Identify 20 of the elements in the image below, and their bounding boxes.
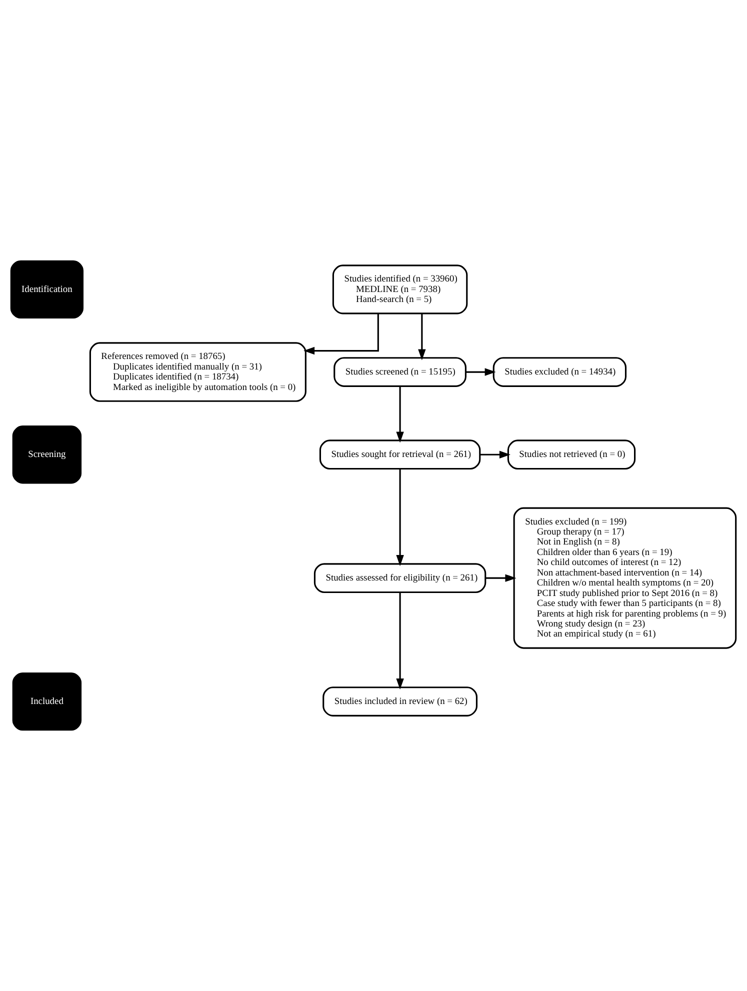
arrow	[396, 592, 404, 690]
node-box: Studies not retrieved (n = 0)	[507, 440, 636, 470]
arrow	[480, 450, 510, 458]
node-box: Studies included in review (n = 62)	[322, 686, 478, 716]
arrow	[396, 468, 404, 566]
node-box: Studies sought for retrieval (n = 261)	[319, 440, 481, 470]
node-box: Included	[12, 672, 82, 731]
arrow	[396, 386, 404, 443]
node-box: References removed (n = 18765) Duplicates identified manually (n = 31) Duplicates identified (n = 18734) Marked as ineligible by automation tools (n = 0)	[89, 342, 306, 402]
node-box: Studies excluded (n = 14934)	[492, 357, 627, 387]
arrow	[485, 574, 516, 582]
node-box: Identification	[10, 260, 84, 319]
arrow	[304, 314, 379, 355]
node-box: Studies assessed for eligibility (n = 261)	[314, 563, 486, 594]
node-box: Studies excluded (n = 199) Group therapy (n = 17) Not in English (n = 8) Children older than 6 years (n = 19) No child outcomes of interest (n = 12) Non attachment-based intervention (n = 14) Children w/o mental health symptoms (n = 20) PCIT study published prior to Sept 2016 (n = 8) Case study with fewer than 5 participants (n = 8) Parents at high risk for parenting problems (n = 9) Wrong study design (n = 23) Not an empirical study (n = 61)	[513, 507, 737, 649]
arrow	[466, 368, 496, 376]
arrow	[418, 314, 426, 360]
node-box: Screening	[12, 426, 82, 484]
node-box: Studies identified (n = 33960) MEDLINE (n = 7938) Hand-search (n = 5)	[332, 264, 468, 314]
node-box: Studies screened (n = 15195)	[334, 357, 466, 387]
